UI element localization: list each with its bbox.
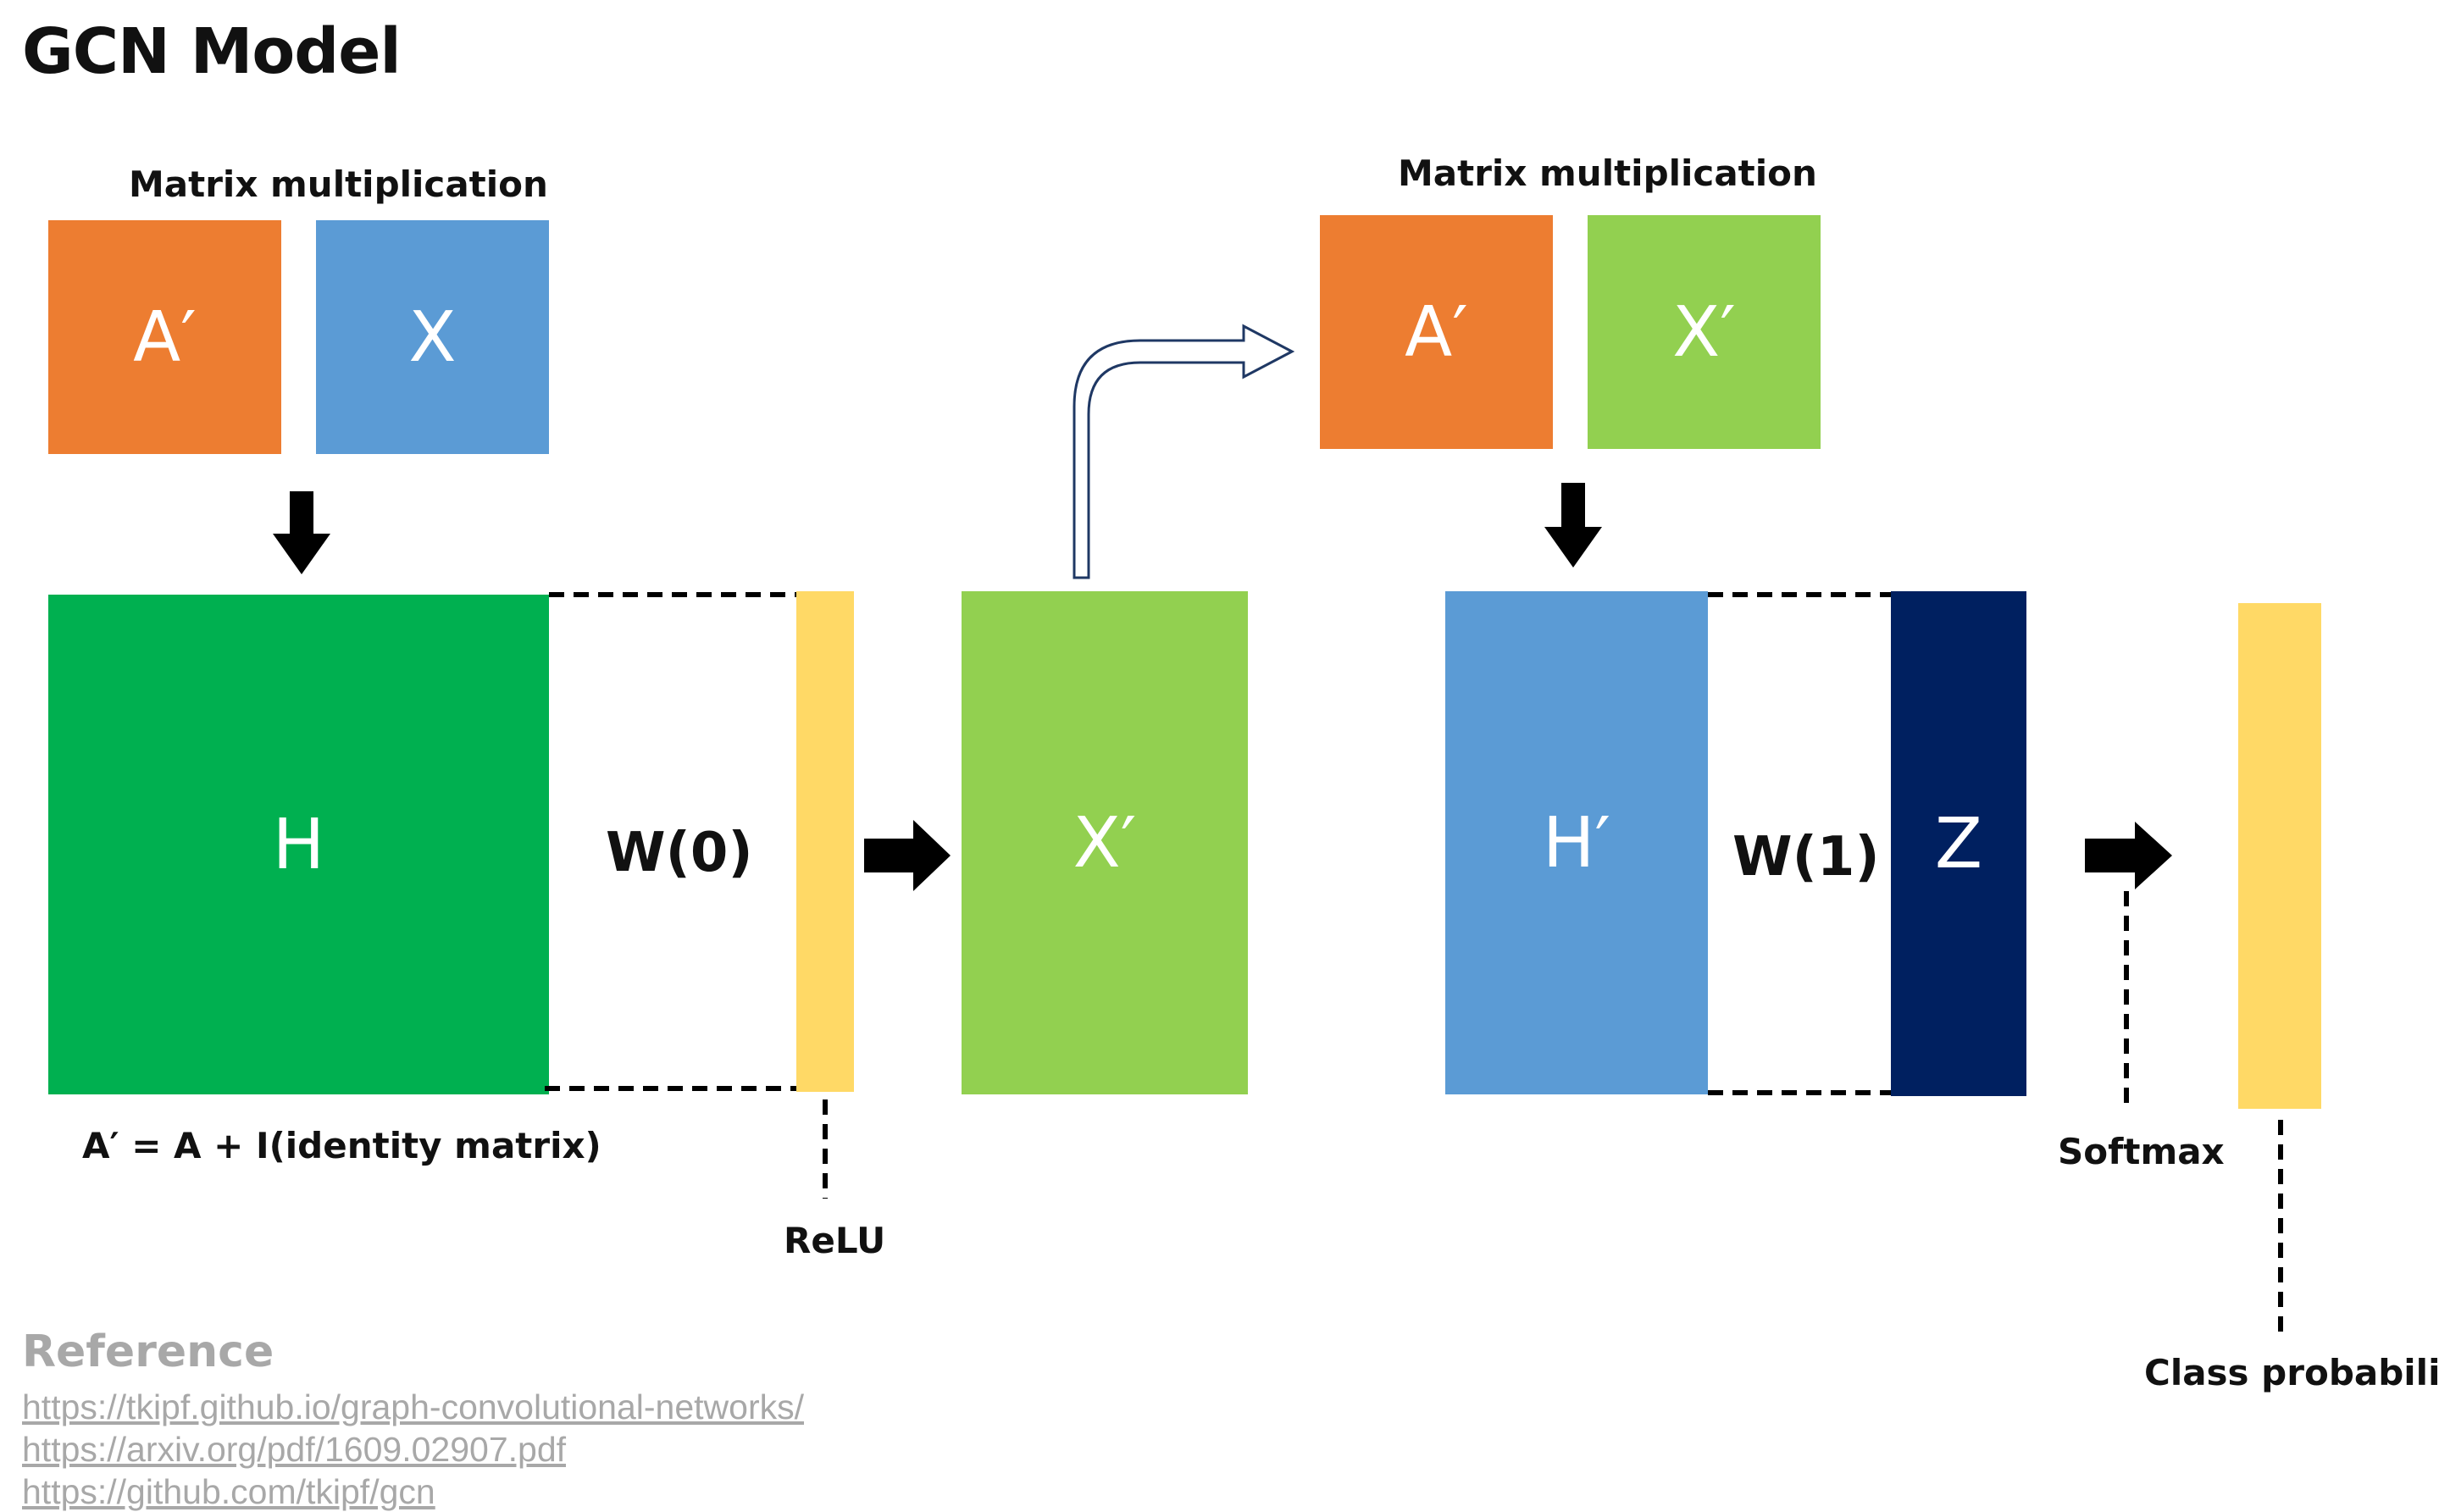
curved-arrow-icon bbox=[1073, 324, 1295, 579]
reference-heading: Reference bbox=[22, 1326, 274, 1377]
class-probability-yellow-bar bbox=[2238, 603, 2321, 1109]
reference-link-arxiv[interactable]: https://arxiv.org/pdf/1609.02907.pdf bbox=[22, 1430, 567, 1469]
matrix-h-box: H bbox=[48, 595, 549, 1094]
relu-yellow-bar bbox=[796, 591, 854, 1092]
matrix-a-prime-box-right: A′ bbox=[1320, 215, 1553, 449]
matrix-x-prime-box: X′ bbox=[962, 591, 1248, 1094]
down-arrow-icon-right bbox=[1544, 483, 1602, 568]
relu-label: ReLU bbox=[784, 1220, 886, 1261]
reference-link-tkipf-blog[interactable]: https://tkipf.github.io/graph-convolutio… bbox=[22, 1387, 805, 1426]
matrix-z-box: Z bbox=[1891, 591, 2026, 1096]
matrix-h-prime-box: H′ bbox=[1445, 591, 1708, 1094]
matrix-a-prime-box-left: A′ bbox=[48, 220, 281, 454]
right-arrow-icon-softmax bbox=[2085, 822, 2172, 889]
page-title: GCN Model bbox=[22, 15, 402, 88]
weight-w0-label: W(0) bbox=[606, 822, 753, 884]
matrix-x-prime-box-top: X′ bbox=[1588, 215, 1821, 449]
matrix-multiplication-caption-right: Matrix multiplication bbox=[1398, 152, 1817, 194]
matrix-x-box: X bbox=[316, 220, 549, 454]
matrix-multiplication-caption-left: Matrix multiplication bbox=[129, 163, 548, 205]
right-arrow-icon-relu bbox=[864, 820, 951, 891]
weight-w1-label: W(1) bbox=[1732, 826, 1880, 889]
down-arrow-icon-left bbox=[273, 491, 330, 574]
reference-link-github[interactable]: https://github.com/tkipf/gcn bbox=[22, 1472, 435, 1511]
softmax-label: Softmax bbox=[2058, 1131, 2225, 1172]
identity-note: A′ = A + I(identity matrix) bbox=[82, 1125, 601, 1166]
class-probability-label: Class probability bbox=[2144, 1352, 2439, 1393]
